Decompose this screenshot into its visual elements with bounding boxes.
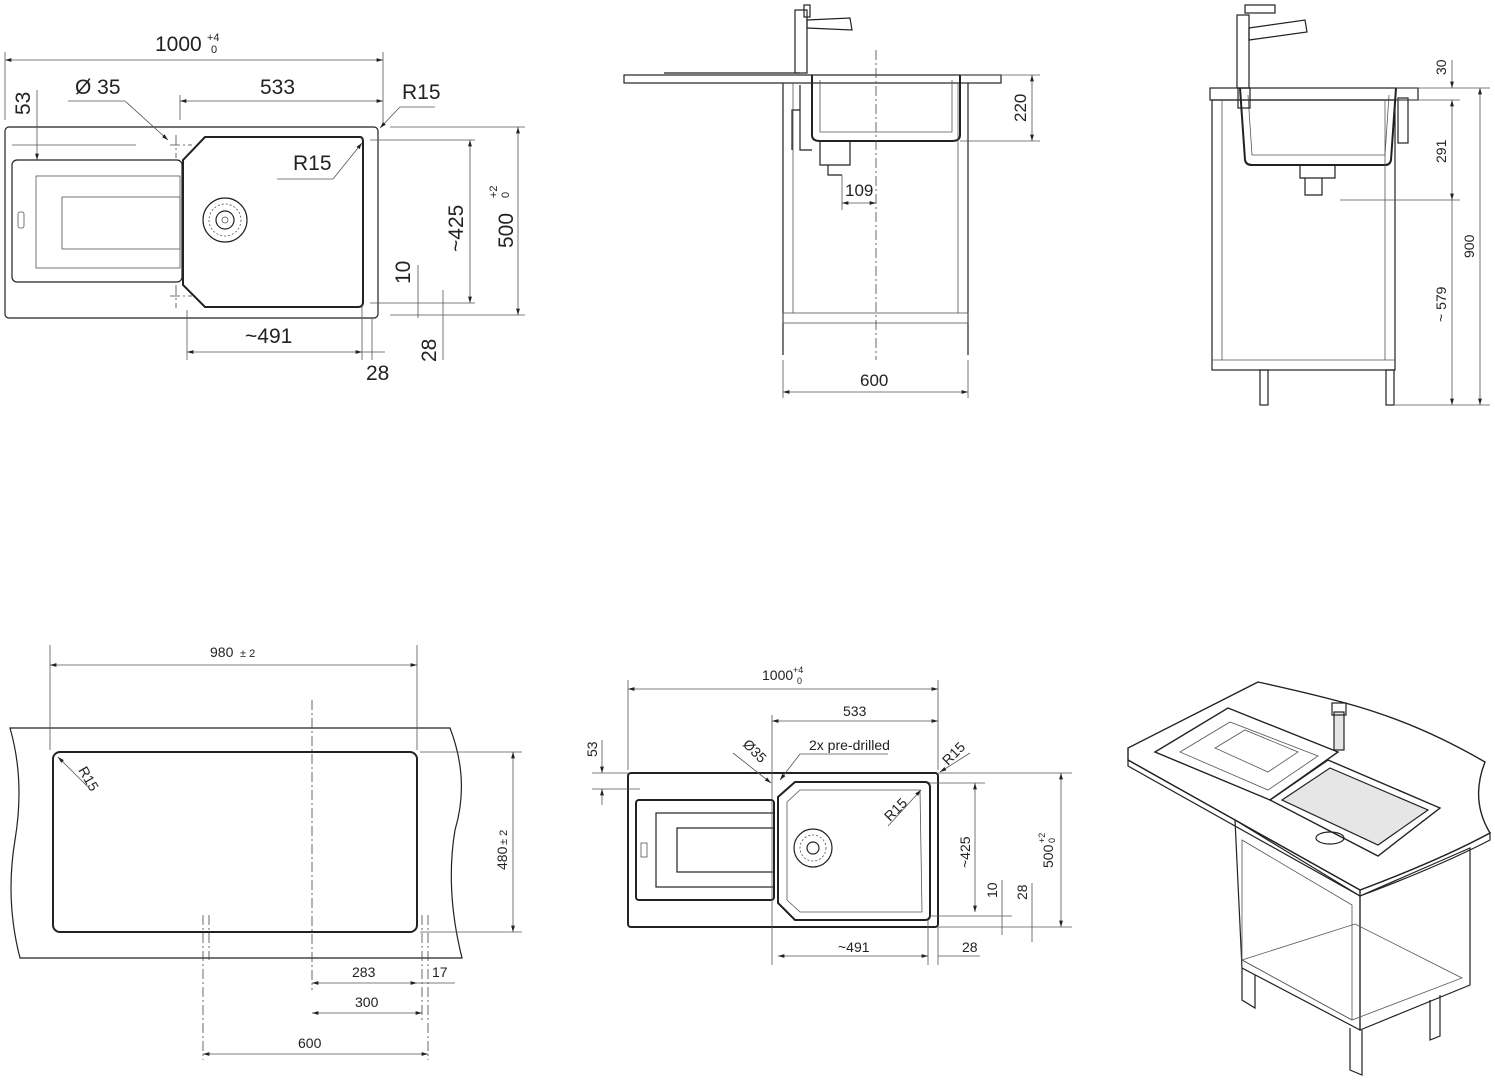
width-label: 1000 — [762, 667, 793, 683]
depth-tol-upper: +2 — [1037, 833, 1047, 843]
total-height-label: 900 — [1461, 234, 1477, 258]
basin-length-label: ~491 — [245, 325, 292, 348]
dim-600-label: 600 — [298, 1035, 322, 1051]
lower-height-label: ~ 579 — [1433, 286, 1449, 322]
hole-diameter-label: Ø35 — [740, 736, 770, 766]
offset-10-label: 10 — [392, 261, 415, 284]
cutout-depth-tol: ± 2 — [498, 830, 510, 845]
dim-283-label: 283 — [352, 964, 376, 980]
width-tol-upper: +4 — [793, 665, 803, 675]
cutout-depth-label: 480 — [494, 846, 510, 870]
dim-17-label: 17 — [432, 964, 448, 980]
offset-28-vertical-label: 28 — [1014, 884, 1030, 900]
width-label: 1000 — [155, 33, 202, 56]
predrilled-label: 2x pre-drilled — [809, 737, 890, 753]
offset-28-horizontal-label: 28 — [962, 939, 978, 955]
side-view-drawing: 220 109 600 — [623, 4, 1040, 398]
offset-top-label: 53 — [12, 92, 35, 115]
hole-diameter-label: Ø 35 — [75, 76, 121, 99]
offset-28-horizontal-label: 28 — [366, 362, 389, 385]
faucet-icon — [794, 4, 853, 74]
width-tol-lower: 0 — [211, 44, 217, 56]
drain-icon — [202, 197, 248, 243]
basin-length-label: ~491 — [838, 939, 870, 955]
cutout-view-drawing: 980 ± 2 480 ± 2 R15 283 17 300 600 — [9, 644, 522, 1060]
outer-radius-label: R15 — [939, 738, 969, 768]
inner-radius-label: R15 — [881, 794, 911, 824]
top-thickness-label: 30 — [1433, 59, 1449, 75]
top-view-2-drawing: 1000 +4 0 533 2x pre-drilled Ø35 R15 R15… — [584, 665, 1072, 965]
faucet-icon — [1236, 4, 1308, 109]
isometric-view-drawing — [1127, 681, 1491, 1076]
section-view-drawing: 30 291 900 ~ 579 — [1209, 4, 1490, 406]
basin-height-label: 291 — [1433, 139, 1449, 163]
offset-top-label: 53 — [584, 741, 600, 757]
basin-depth-label: ~425 — [445, 205, 468, 252]
drain-offset-label: 109 — [845, 181, 873, 200]
basin-width-label: 533 — [260, 76, 295, 99]
cutout-width-label: 980 — [210, 644, 234, 660]
dim-300-label: 300 — [355, 994, 379, 1010]
drain-icon — [793, 828, 833, 868]
basin-width-label: 533 — [843, 703, 867, 719]
depth-tol-lower: 0 — [500, 192, 512, 198]
depth-tol-lower: 0 — [1047, 838, 1057, 843]
width-tol-upper: +4 — [207, 32, 220, 44]
basin-height-label: 220 — [1011, 94, 1030, 122]
width-tol-lower: 0 — [797, 676, 802, 686]
inner-radius-label: R15 — [293, 152, 332, 175]
offset-28-vertical-label: 28 — [418, 339, 441, 362]
offset-10-label: 10 — [984, 882, 1000, 898]
faucet-icon — [1331, 702, 1347, 751]
top-view-drawing: 1000 +4 0 533 Ø 35 R15 R15 53 ~425 500 +… — [4, 32, 525, 385]
cutout-width-tol: ± 2 — [240, 648, 255, 660]
outer-radius-label: R15 — [402, 81, 441, 104]
cabinet-width-label: 600 — [860, 371, 888, 390]
basin-depth-label: ~425 — [957, 836, 973, 868]
depth-tol-upper: +2 — [488, 185, 500, 198]
depth-label: 500 — [495, 213, 518, 248]
depth-label: 500 — [1040, 844, 1056, 868]
